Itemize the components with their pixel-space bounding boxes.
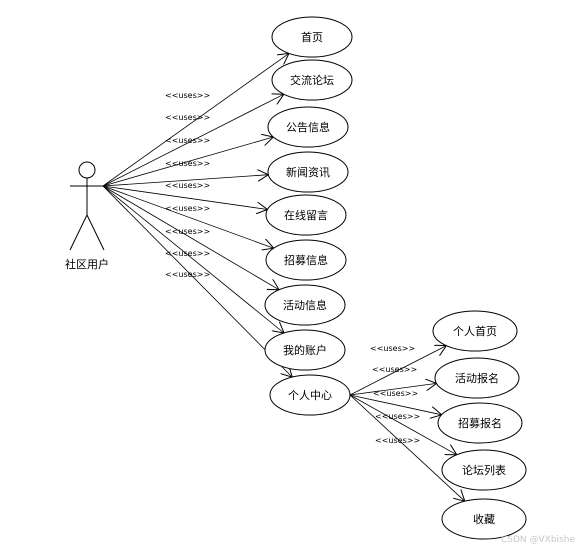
use-case-recruit-info: 招募信息	[265, 239, 347, 281]
use-case-label: 公告信息	[286, 120, 330, 134]
actor-left-leg	[69, 214, 88, 251]
stereotype-label-account: <<uses>>	[165, 249, 210, 258]
actor-head	[78, 161, 96, 179]
use-case-label: 我的账户	[283, 343, 327, 357]
stereotype-label-forum-list: <<uses>>	[375, 412, 420, 421]
actor-associations	[102, 53, 292, 377]
association-activity-signup	[349, 383, 437, 396]
stereotype-label-news: <<uses>>	[165, 159, 210, 168]
use-case-ellipse	[441, 498, 527, 540]
stereotype-label-home: <<uses>>	[165, 91, 210, 100]
stereotype-label-forum: <<uses>>	[165, 113, 210, 122]
association-activity-info	[102, 185, 279, 290]
use-case-recruit-signup: 招募报名	[437, 402, 523, 444]
use-case-ellipse	[437, 402, 523, 444]
use-case-ellipse	[264, 284, 346, 326]
use-case-label: 个人首页	[453, 324, 497, 338]
association-forum	[102, 94, 284, 187]
association-recruit-info	[102, 185, 274, 248]
stereotype-label-recruit-signup: <<uses>>	[373, 389, 418, 398]
use-case-label: 交流论坛	[290, 73, 334, 87]
use-case-activity-signup: 活动报名	[434, 357, 520, 399]
stereotype-label-activity-signup: <<uses>>	[372, 365, 417, 374]
actor-figure	[69, 161, 105, 251]
use-case-message: 在线留言	[265, 194, 347, 236]
use-case-personal-center: 个人中心	[269, 374, 351, 416]
use-case-ellipse	[264, 329, 346, 371]
association-message	[102, 185, 268, 210]
use-case-label: 招募报名	[458, 416, 502, 430]
actor-right-leg	[86, 214, 105, 251]
association-notice	[102, 137, 273, 187]
use-case-ellipse	[267, 106, 349, 148]
association-home	[102, 53, 289, 187]
use-case-label: 论坛列表	[462, 463, 506, 477]
use-case-ellipse	[434, 357, 520, 399]
use-case-news: 新闻资讯	[267, 151, 349, 193]
use-case-ellipse	[441, 449, 527, 491]
use-case-forum-list: 论坛列表	[441, 449, 527, 491]
use-case-account: 我的账户	[264, 329, 346, 371]
use-case-activity-info: 活动信息	[264, 284, 346, 326]
association-favorites	[349, 394, 465, 501]
use-case-ellipse	[271, 59, 353, 101]
use-case-label: 首页	[301, 30, 323, 44]
use-case-forum: 交流论坛	[271, 59, 353, 101]
stereotype-label-recruit-info: <<uses>>	[165, 204, 210, 213]
association-personal-center	[102, 185, 292, 377]
association-news	[102, 175, 268, 187]
use-case-ellipse	[271, 16, 353, 58]
stereotype-label-favorites: <<uses>>	[375, 436, 420, 445]
use-case-label: 新闻资讯	[286, 165, 330, 179]
stereotype-label-activity-info: <<uses>>	[165, 227, 210, 236]
personal-center-associations	[349, 346, 465, 502]
use-case-notice: 公告信息	[267, 106, 349, 148]
use-case-ellipse	[265, 239, 347, 281]
association-forum-list	[349, 394, 457, 455]
actor-name: 社区用户	[65, 257, 109, 271]
association-personal-home	[349, 346, 446, 396]
use-case-ellipse	[267, 151, 349, 193]
use-case-label: 收藏	[473, 512, 495, 526]
stereotype-label-personal-center: <<uses>>	[165, 270, 210, 279]
use-case-label: 活动报名	[455, 371, 499, 385]
use-case-label: 个人中心	[288, 389, 332, 402]
stereotype-label-message: <<uses>>	[165, 181, 210, 190]
use-case-ellipse	[265, 194, 347, 236]
stereotype-label-notice: <<uses>>	[165, 136, 210, 145]
use-case-label: 招募信息	[284, 253, 328, 267]
use-case-label: 活动信息	[283, 298, 327, 312]
watermark: CSDN @VXbishe	[501, 535, 575, 545]
association-recruit-signup	[349, 394, 442, 415]
uses-stereotype-labels: <<uses>> <<uses>> <<uses>> <<uses>> <<uses>>…	[165, 91, 420, 445]
use-case-personal-home: 个人首页	[432, 310, 518, 352]
use-case-label: 在线留言	[284, 208, 328, 222]
use-case-home: 首页	[271, 16, 353, 58]
use-case-ellipse	[269, 374, 351, 416]
use-case-ellipse	[432, 310, 518, 352]
stereotype-label-personal-home: <<uses>>	[370, 344, 415, 353]
use-case-favorites: 收藏	[441, 498, 527, 540]
association-account	[102, 185, 284, 333]
